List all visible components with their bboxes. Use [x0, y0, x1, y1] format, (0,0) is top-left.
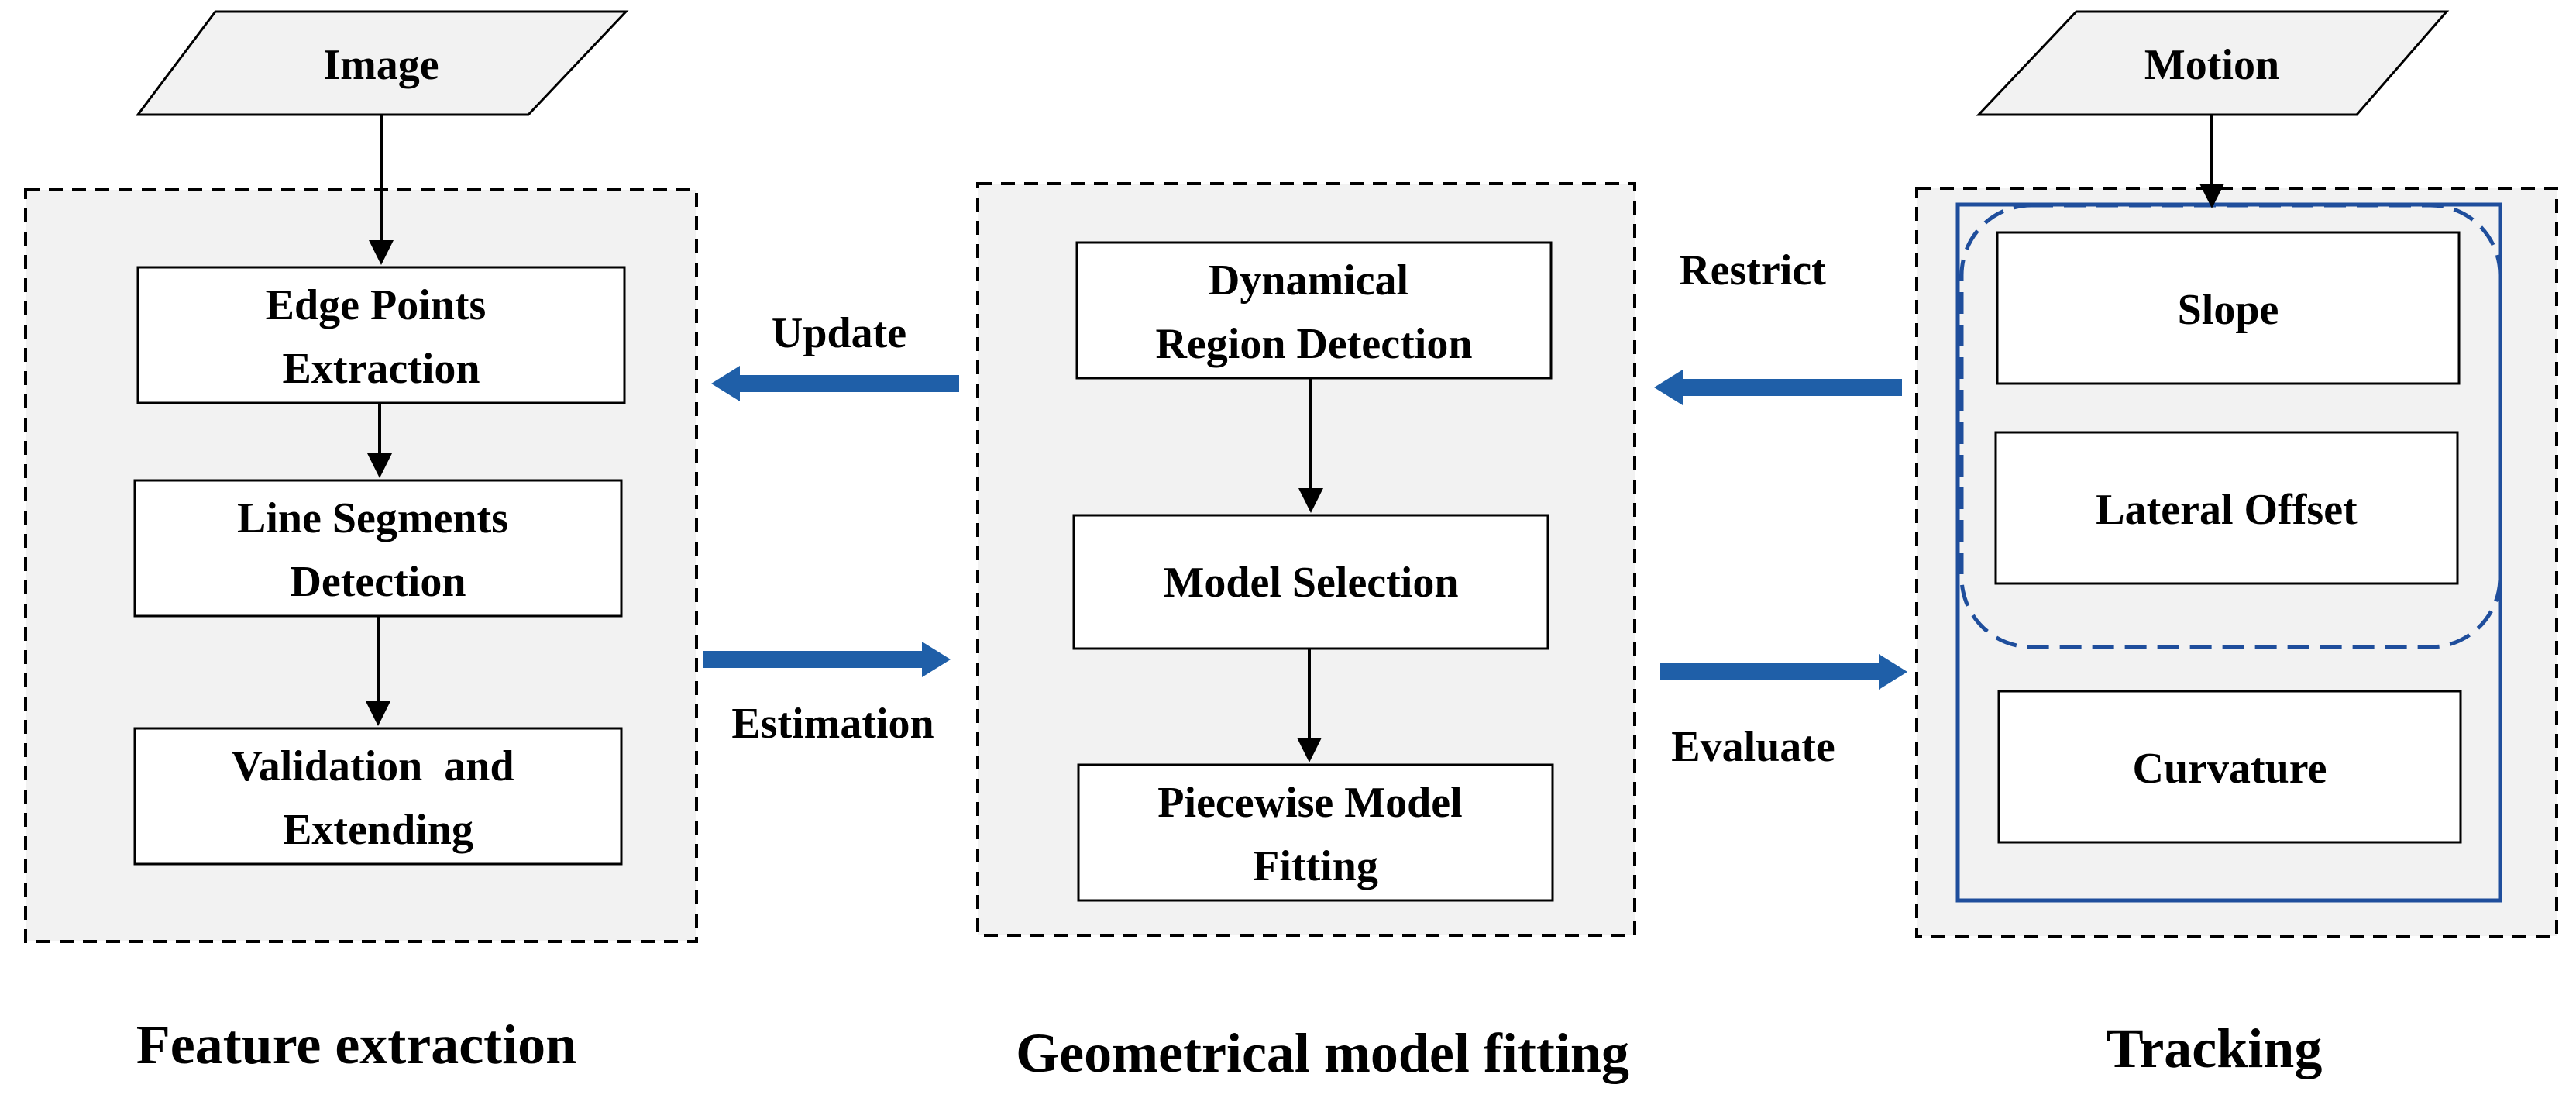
edge-points-label: Edge Points Extraction — [266, 281, 497, 393]
curvature-box — [1997, 690, 2462, 844]
estimation-label: Estimation — [731, 700, 934, 748]
dynamical-region-box — [1075, 241, 1553, 380]
lateral-offset-label: Lateral Offset — [2096, 486, 2358, 534]
tracking-title: Tracking — [2107, 1017, 2323, 1079]
model-fitting-title: Geometrical model fitting — [1016, 1022, 1629, 1084]
line-segments-label: Line Segments Detection — [237, 494, 519, 606]
validation-label: Validation and Extending — [231, 742, 524, 854]
slope-label: Slope — [2178, 286, 2279, 334]
estimation-arrow — [703, 642, 951, 677]
update-label: Update — [772, 309, 906, 357]
model-selection-box — [1072, 514, 1549, 650]
piecewise-model-box — [1077, 763, 1554, 902]
slope-box — [1996, 231, 2461, 385]
feature-extraction-title: Feature extraction — [136, 1014, 576, 1076]
lateral-offset-box — [1994, 431, 2459, 585]
evaluate-label: Evaluate — [1671, 723, 1835, 771]
model-selection-label: Model Selection — [1163, 559, 1458, 607]
update-arrow — [711, 366, 959, 401]
validation-box — [133, 727, 623, 866]
image-input-shape — [135, 10, 629, 116]
line-segments-box — [133, 479, 623, 618]
motion-input-label: Motion — [2144, 41, 2279, 89]
restrict-arrow — [1654, 370, 1902, 405]
image-input-label: Image — [323, 41, 439, 89]
tracking-dashed-group — [1959, 203, 2502, 649]
restrict-label: Restrict — [1679, 246, 1826, 294]
evaluate-arrow — [1660, 654, 1907, 690]
edge-points-box — [136, 266, 626, 404]
motion-input-shape — [1976, 10, 2450, 116]
piecewise-model-label: Piecewise Model Fitting — [1157, 779, 1473, 890]
dynamical-region-label: Dynamical Region Detection — [1155, 256, 1472, 368]
curvature-label: Curvature — [2133, 745, 2327, 793]
